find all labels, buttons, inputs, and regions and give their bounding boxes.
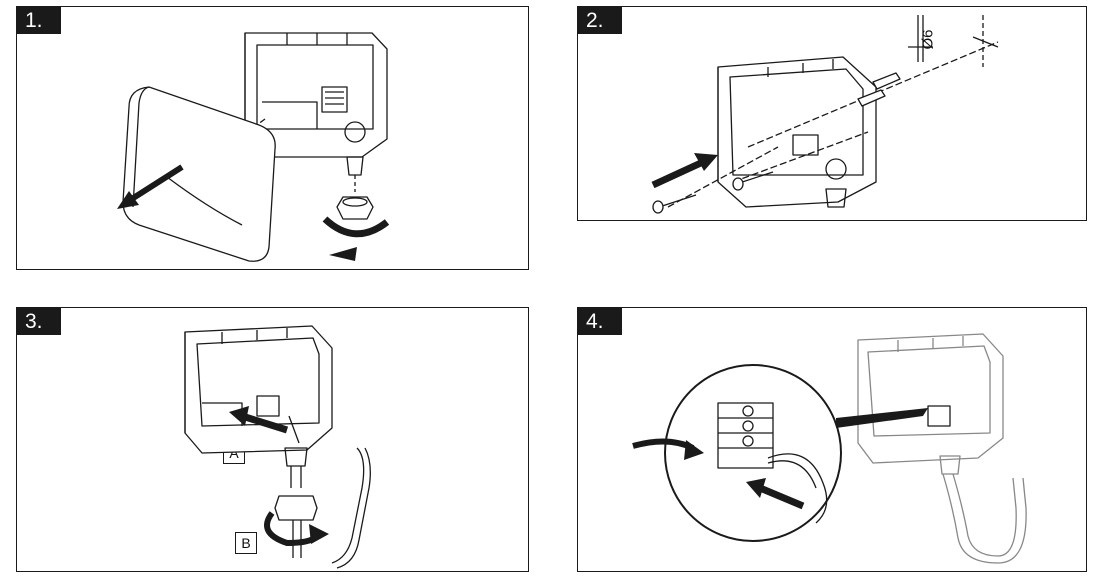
callout-b: B (235, 532, 257, 554)
step-4-panel: 4. A B (577, 307, 1087, 572)
step-2-number: 2. (578, 7, 622, 34)
step-1-panel: 1. (16, 6, 529, 270)
step-3-number: 3. (17, 308, 61, 335)
step-3-illustration (184, 325, 371, 569)
step-4-illustration (632, 333, 1027, 564)
step-2-panel: 2. Ø6 (577, 6, 1087, 221)
step-3-panel: 3. A B (16, 307, 529, 572)
step-2-illustration (651, 15, 999, 214)
step-1-number: 1. (17, 7, 61, 34)
step-4-number: 4. (578, 308, 622, 335)
step-1-illustration (117, 32, 390, 262)
